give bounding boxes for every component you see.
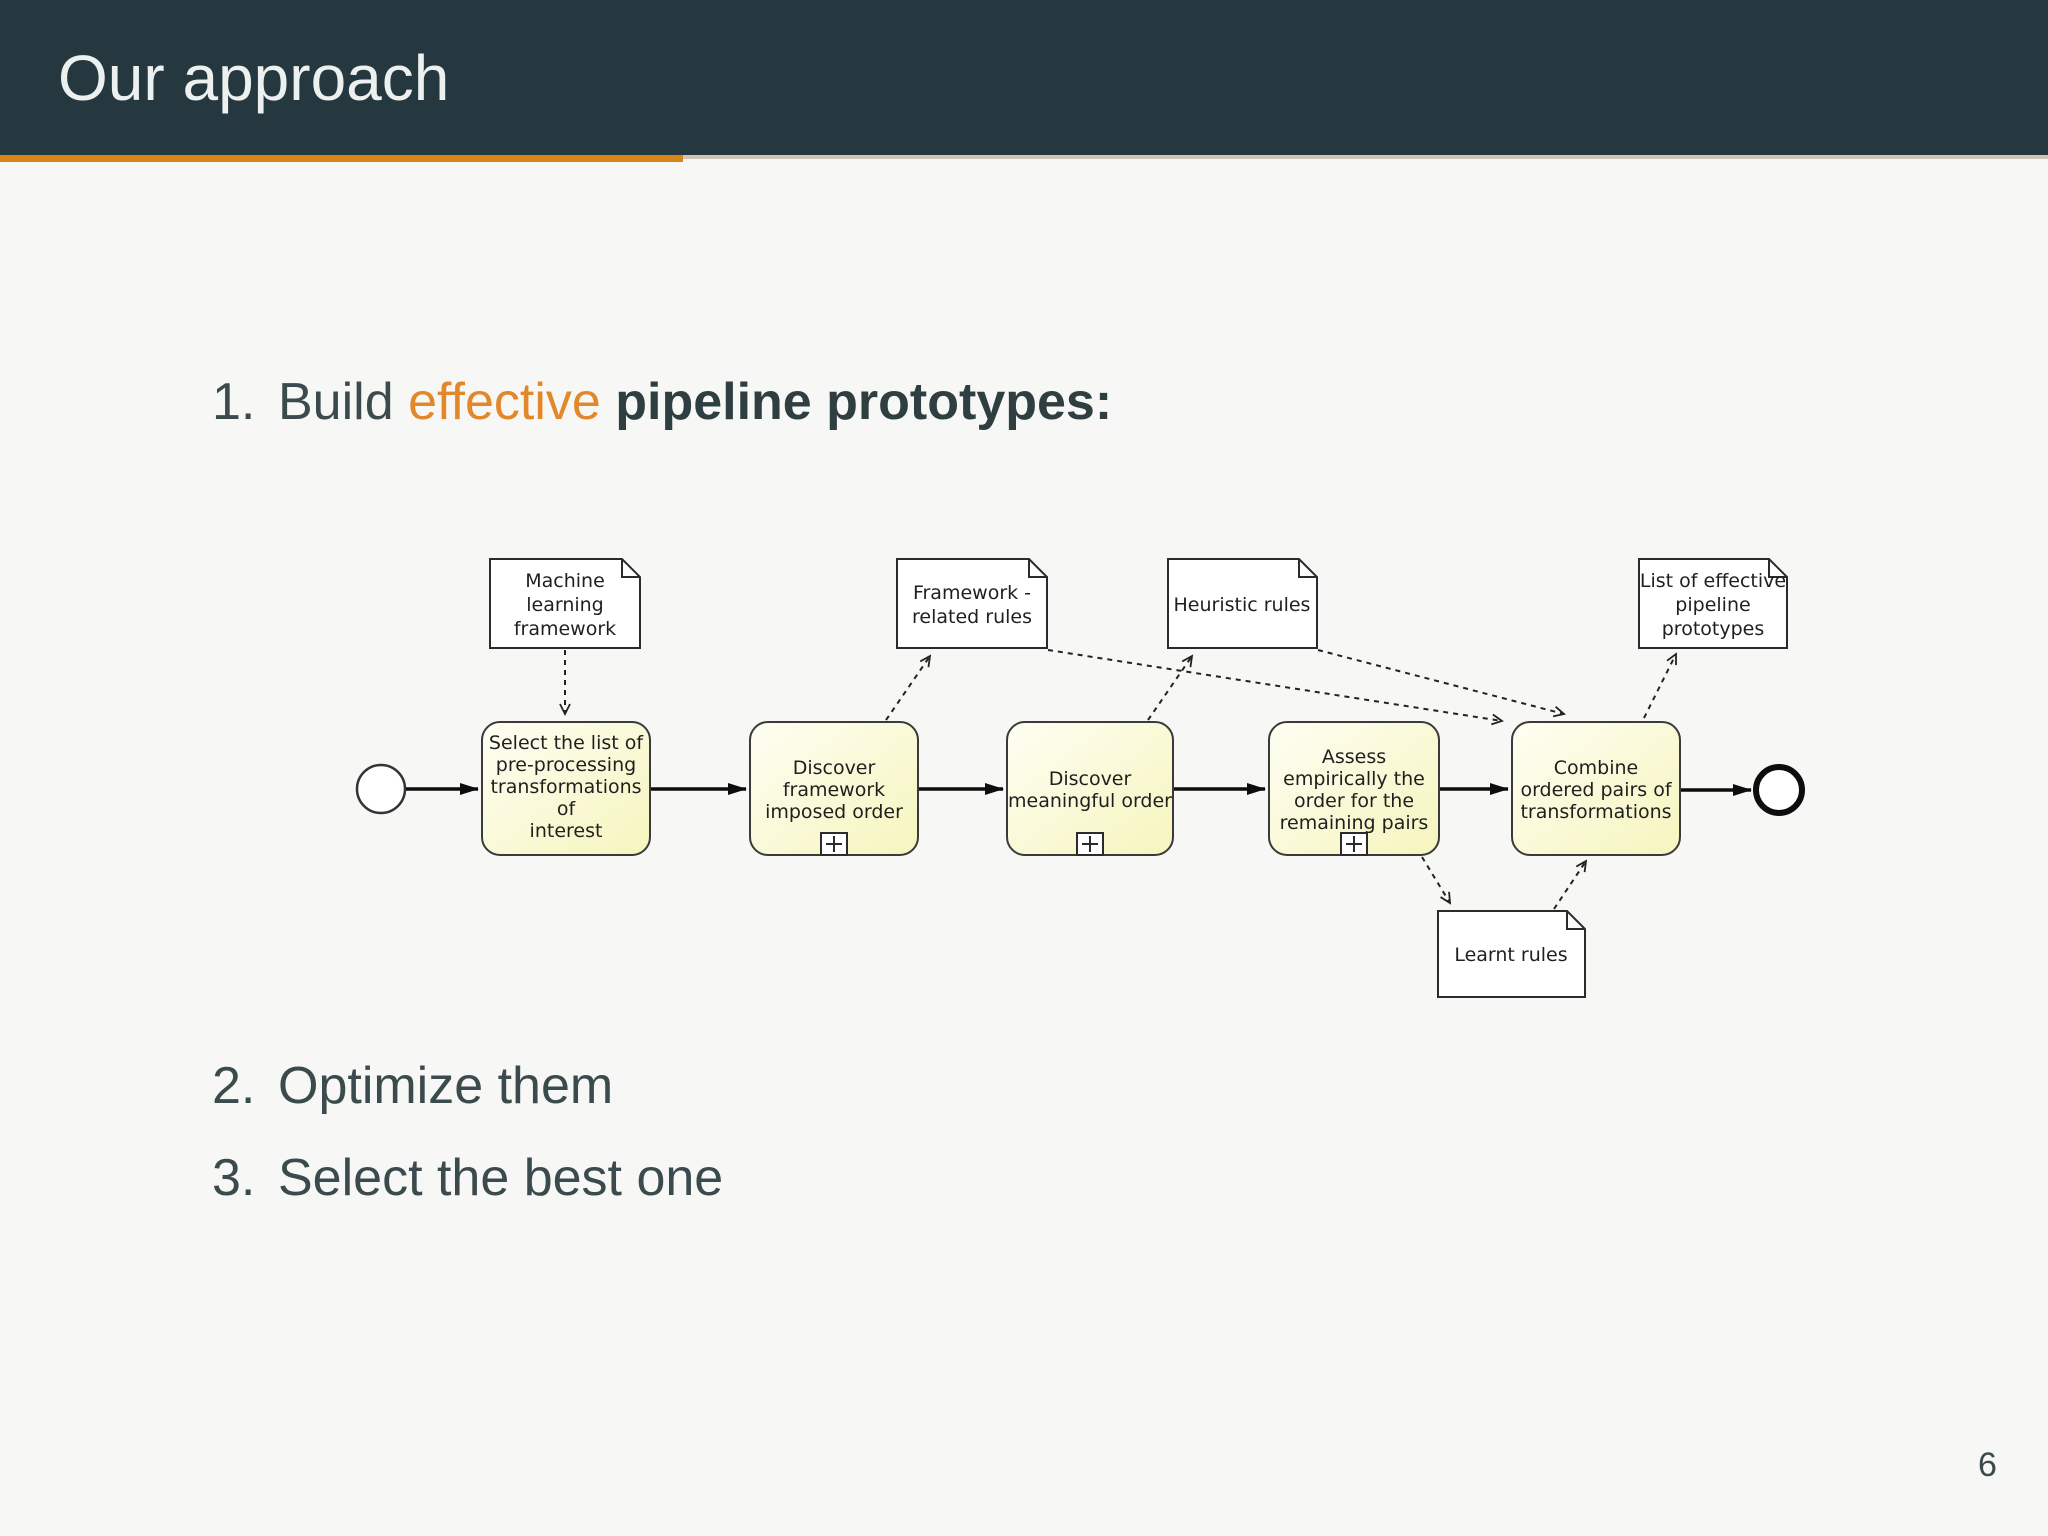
task-label: order for the [1294,790,1414,812]
document-label: learning [526,594,604,616]
task-label: ordered pairs of [1520,779,1672,801]
task-label: framework [783,779,885,801]
document-label: List of effective [1640,570,1786,592]
association-heuristic-to-combine [1317,649,1566,718]
association-discoverframework-to-rules [885,654,932,721]
task-label: of [557,798,577,820]
task-label: Select the list of [489,732,644,754]
document-label: Machine [525,570,605,592]
document-fold-icon [1566,911,1585,930]
data-associations [559,649,1677,910]
list-item-1-number: 1. [212,373,256,431]
document-label: prototypes [1662,618,1765,640]
header-accent-line [0,155,683,162]
document-fold-icon [621,559,640,578]
list-item-1: 1. Build effective pipeline prototypes: [212,376,1112,428]
list-item-1-bold: pipeline prototypes: [615,373,1113,431]
header-bar: Our approach [0,0,2048,155]
task-label: meaningful order [1008,790,1172,812]
task-label: imposed order [765,801,903,823]
list-item-3-number: 3. [212,1149,256,1207]
task-select-list [481,721,651,856]
document-label: Learnt rules [1454,944,1567,966]
tasks [481,721,1681,856]
task-label: Discover [1049,768,1132,790]
document-label: related rules [912,606,1032,628]
slide-title: Our approach [58,41,450,114]
task-label: Assess [1322,746,1386,768]
document-label: pipeline [1675,594,1750,616]
page-number: 6 [1978,1446,1997,1484]
document-fold-icon [1298,559,1317,578]
association-frameworkrules-to-combine [1047,649,1504,726]
list-item-1-highlight: effective [408,373,616,431]
task-label: Combine [1554,757,1638,779]
list-item-1-text: Build [278,373,409,431]
list-item-2-number: 2. [212,1057,256,1115]
end-event-circle [1753,764,1805,816]
subprocess-markers [820,832,1368,856]
data-objects [489,558,1788,998]
sequence-flows [406,783,1752,796]
task-label: interest [530,820,603,842]
document-learnt-rules [1437,910,1586,998]
task-label: transformations [1520,801,1671,823]
task-label: empirically the [1283,768,1425,790]
document-label: Framework - [913,582,1031,604]
association-meaningful-to-heuristic [1147,654,1194,721]
header-secondary-line [683,155,2048,159]
list-item-3: 3. Select the best one [212,1152,723,1204]
association-learnt-to-combine [1553,859,1588,910]
document-heuristic-rules [1167,558,1318,649]
document-machine-learning-framework [489,558,641,649]
start-event-circle [355,763,407,815]
document-fold-icon [1028,559,1047,578]
document-label: Heuristic rules [1174,594,1311,616]
document-fold-icon [1768,559,1787,578]
task-label: Discover [793,757,876,779]
task-labels: Select the list of pre-processing transf… [489,732,1673,842]
task-label: pre-processing [496,754,636,776]
list-item-2-text: Optimize them [278,1057,614,1115]
list-item-2: 2. Optimize them [212,1060,613,1112]
association-assess-to-learnt [1421,856,1452,905]
association-combine-to-prototypes [1643,652,1677,719]
task-label: remaining pairs [1280,812,1429,834]
task-label: transformations [490,776,641,798]
document-label: framework [514,618,616,640]
document-labels: Machine learning framework Framework - r… [514,570,1786,966]
list-item-3-text: Select the best one [278,1149,724,1207]
document-list-effective-prototypes [1638,558,1788,649]
task-combine-pairs [1511,721,1681,856]
document-framework-related-rules [896,558,1048,649]
